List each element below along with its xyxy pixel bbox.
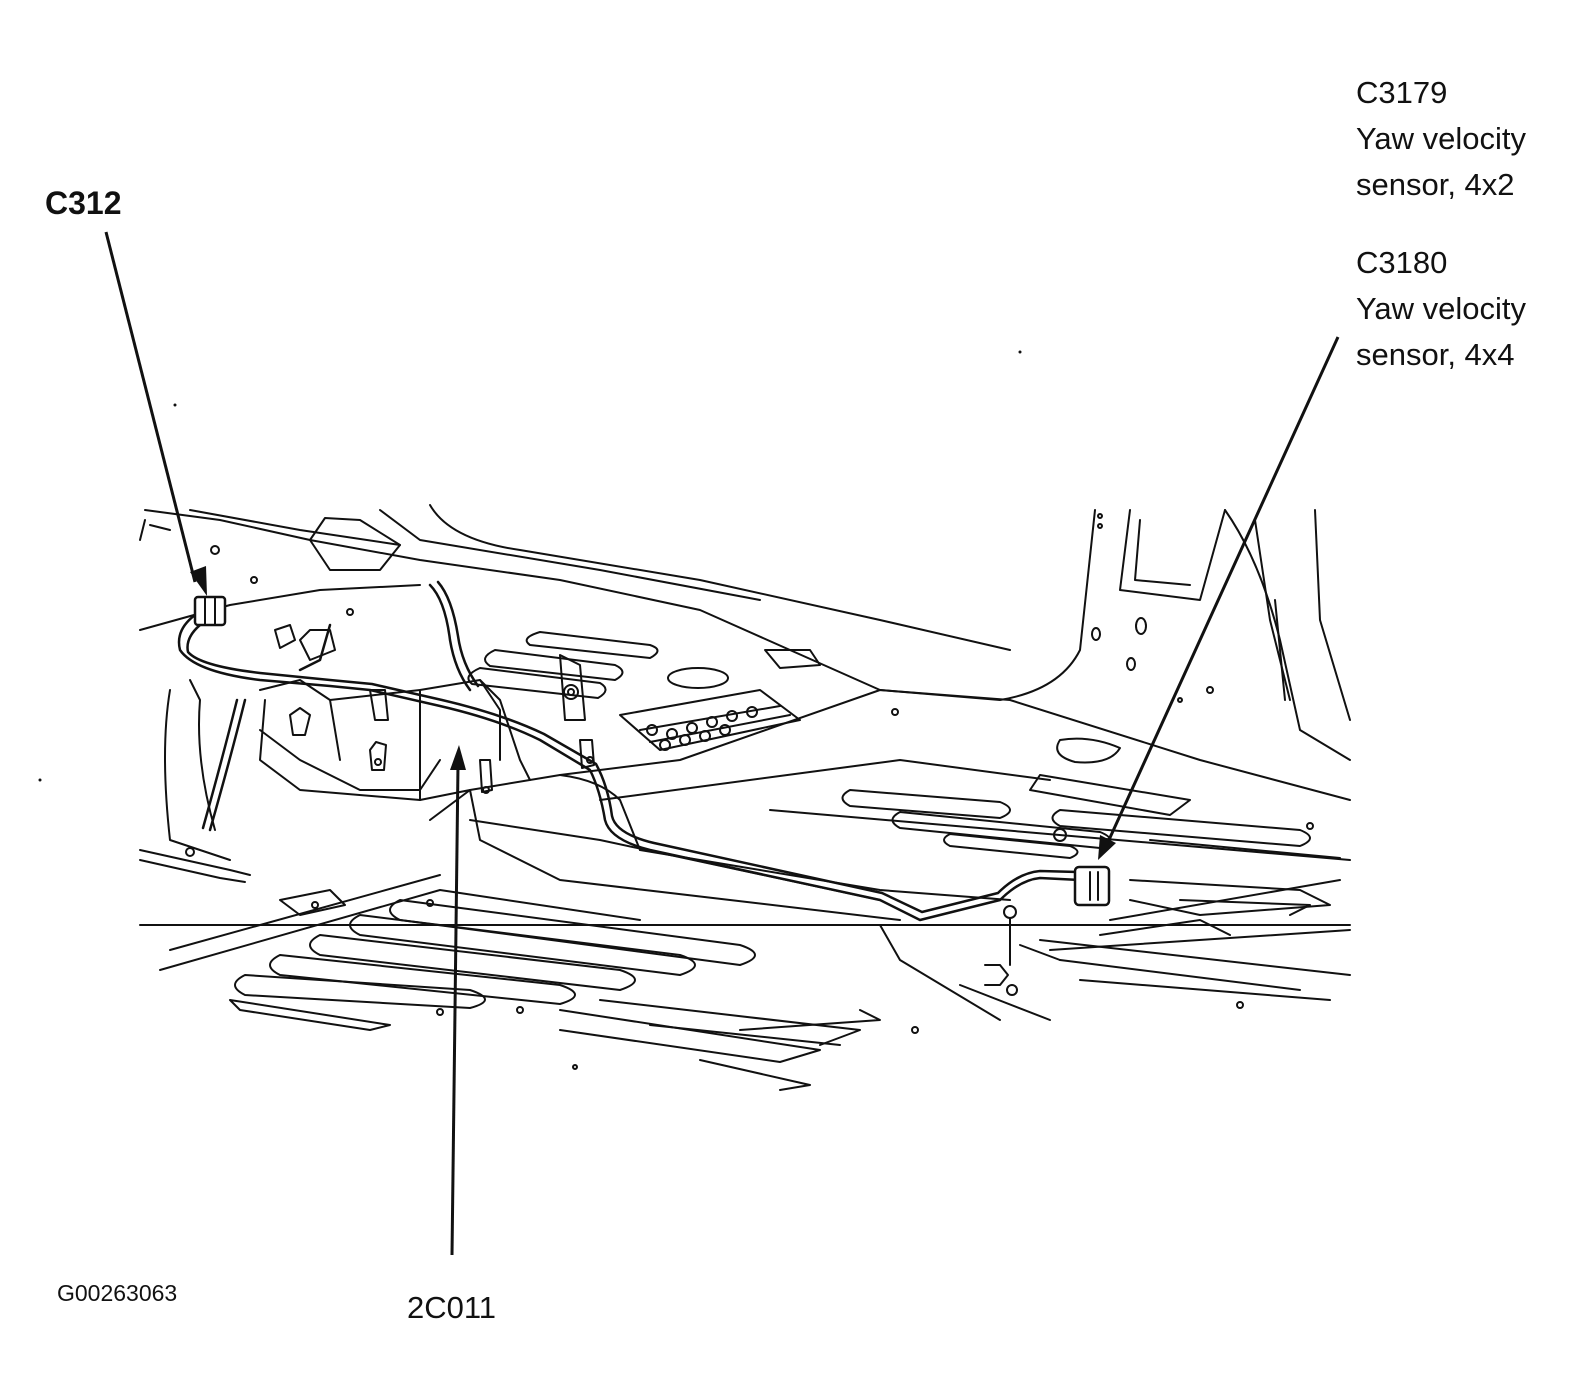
door-pillar xyxy=(879,509,1351,761)
c3179-callout: C3179 Yaw velocity sensor, 4x2 xyxy=(1356,70,1526,208)
lower-floor-left xyxy=(139,874,1351,1091)
mid-floor-ribs xyxy=(467,631,821,751)
figure-id-label: G00263063 xyxy=(57,1280,178,1306)
lower-floor-right xyxy=(769,789,1351,1021)
c312-connector xyxy=(193,595,227,627)
leader-lines xyxy=(104,231,1340,1256)
scan-specks xyxy=(38,350,1022,782)
c3180-code-label: C3180 xyxy=(1356,245,1448,280)
c3180-callout: C3180 Yaw velocity sensor, 4x4 xyxy=(1356,240,1526,378)
upper-floor-structure xyxy=(139,504,1011,691)
c312-callout-label: C312 xyxy=(45,185,122,221)
yaw-sensor-connector xyxy=(984,865,1111,996)
c3179-code-label: C3179 xyxy=(1356,75,1448,110)
c3180-desc-line1: Yaw velocity xyxy=(1356,291,1526,326)
wiring-harness xyxy=(177,580,1082,922)
c3179-desc-line1: Yaw velocity xyxy=(1356,121,1526,156)
c3179-desc-line2: sensor, 4x2 xyxy=(1356,167,1515,202)
c3180-leader-arrow xyxy=(1098,336,1340,860)
2c011-leader-arrow xyxy=(450,745,466,1256)
c312-leader-arrow xyxy=(104,231,207,596)
module-bracket-area xyxy=(139,624,595,883)
2c011-callout-label: 2C011 xyxy=(407,1290,497,1325)
c3180-desc-line2: sensor, 4x4 xyxy=(1356,337,1515,372)
